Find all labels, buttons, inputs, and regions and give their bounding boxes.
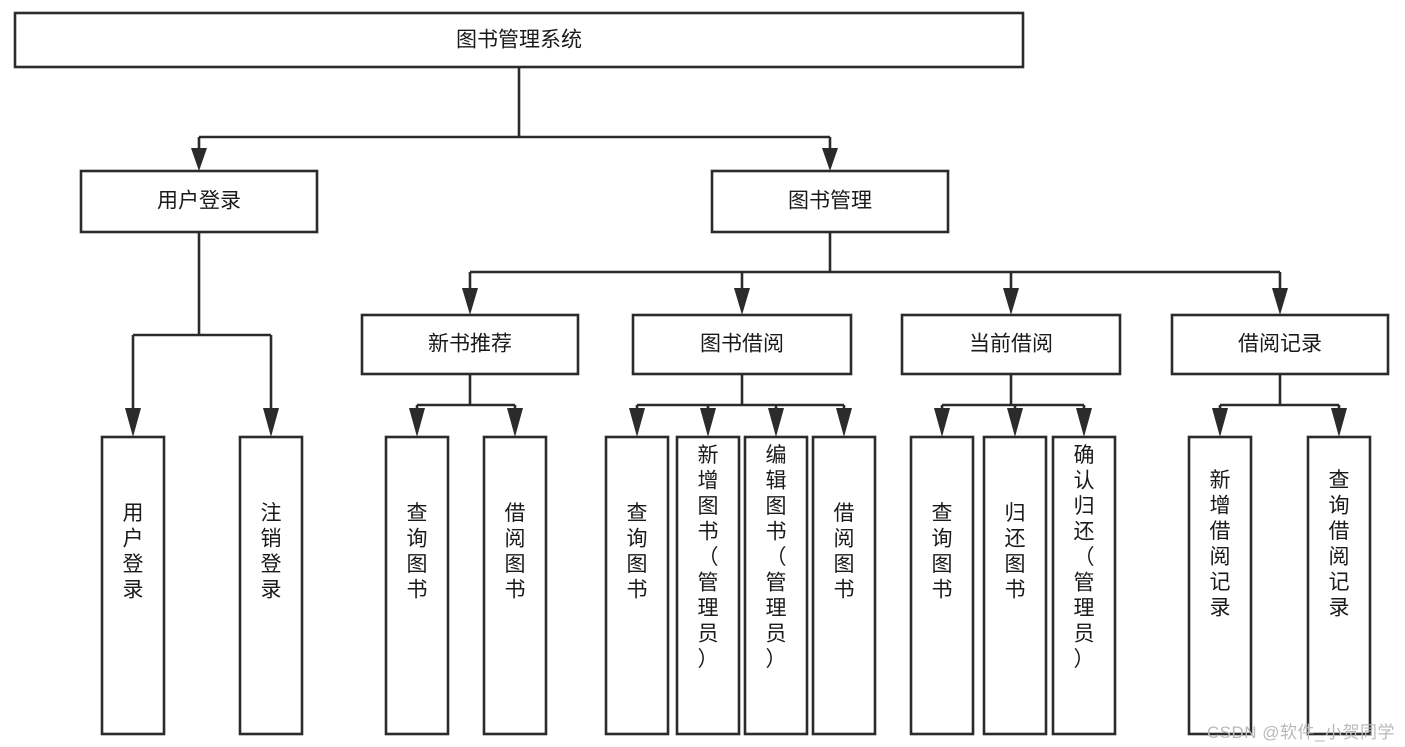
leaf-cb-confirm-return-label: 确认归还（管理员）: [1074, 444, 1095, 671]
leaf-bb-borrow-book-label: 借阅图书: [834, 502, 855, 602]
node-current-borrow-label: 当前借阅: [969, 333, 1053, 356]
arrow-head-leaf-nb-1: [409, 408, 425, 437]
leaf-bb-query-book-box[interactable]: [604, 435, 670, 736]
arrow-head-leaf-user-login: [125, 408, 141, 437]
leaf-node-cb-return-book[interactable]: 归还图书: [982, 435, 1048, 736]
leaf-bb-borrow-book-box[interactable]: [811, 435, 877, 736]
leaf-nb-borrow-book-label: 借阅图书: [505, 502, 526, 602]
leaf-cb-return-book-label: 归还图书: [1005, 502, 1026, 602]
arrow-head-book-borrow: [734, 288, 750, 315]
leaf-br-add-record-box[interactable]: [1187, 435, 1253, 736]
leaf-node-nb-query-book[interactable]: 查询图书: [384, 435, 450, 736]
node-user-login-label: 用户登录: [157, 190, 241, 213]
leaf-bb-add-book-label: 新增图书（管理员）: [698, 444, 719, 671]
leaf-bb-edit-book-box[interactable]: [743, 435, 809, 736]
node-new-book-recommend-box[interactable]: [360, 313, 580, 376]
leaf-cb-query-book-label: 查询图书: [932, 502, 953, 602]
leaf-nb-borrow-book-box[interactable]: [482, 435, 548, 736]
node-book-borrow-box[interactable]: [631, 313, 853, 376]
leaf-nb-query-book-label: 查询图书: [407, 502, 428, 602]
node-borrow-record-label: 借阅记录: [1238, 333, 1322, 356]
leaf-node-bb-borrow-book[interactable]: 借阅图书: [811, 435, 877, 736]
node-root-box[interactable]: [13, 11, 1025, 69]
leaf-node-nb-borrow-book[interactable]: 借阅图书: [482, 435, 548, 736]
arrow-head-leaf-cb-2: [1007, 408, 1023, 437]
leaf-cb-return-book-box[interactable]: [982, 435, 1048, 736]
leaf-logout-label: 注销登录: [261, 502, 282, 602]
arrow-head-leaf-bb-3: [768, 408, 784, 437]
arrow-head-leaf-nb-2: [507, 408, 523, 437]
arrow-head-book-manage: [822, 148, 838, 171]
arrow-head-leaf-logout: [263, 408, 279, 437]
arrow-head-leaf-cb-3: [1076, 408, 1092, 437]
node-book-manage[interactable]: 图书管理: [710, 169, 950, 234]
node-user-login[interactable]: 用户登录: [79, 169, 319, 234]
node-root-label: 图书管理系统: [456, 29, 582, 52]
leaf-user-login-box[interactable]: [100, 435, 166, 736]
leaf-node-user-login[interactable]: 用户登录: [100, 435, 166, 736]
leaf-logout-box[interactable]: [238, 435, 304, 736]
node-new-book-recommend-label: 新书推荐: [428, 333, 512, 356]
node-current-borrow[interactable]: 当前借阅: [900, 313, 1122, 376]
leaf-cb-query-book-box[interactable]: [909, 435, 975, 736]
arrow-head-leaf-cb-1: [934, 408, 950, 437]
node-book-borrow[interactable]: 图书借阅: [631, 313, 853, 376]
leaf-br-query-record-label: 查询借阅记录: [1329, 469, 1350, 620]
arrow-head-leaf-bb-2: [700, 408, 716, 437]
node-current-borrow-box[interactable]: [900, 313, 1122, 376]
node-book-manage-label: 图书管理: [788, 190, 872, 213]
arrow-head-leaf-br-1: [1212, 408, 1228, 437]
node-new-book-recommend[interactable]: 新书推荐: [360, 313, 580, 376]
leaf-bb-query-book-label: 查询图书: [627, 502, 648, 602]
leaf-node-bb-query-book[interactable]: 查询图书: [604, 435, 670, 736]
leaf-bb-edit-book-label: 编辑图书（管理员）: [766, 444, 787, 671]
arrow-head-user-login: [191, 148, 207, 171]
leaf-node-logout[interactable]: 注销登录: [238, 435, 304, 736]
node-borrow-record-box[interactable]: [1170, 313, 1390, 376]
leaf-br-add-record-label: 新增借阅记录: [1210, 469, 1231, 620]
node-root[interactable]: 图书管理系统: [13, 11, 1025, 69]
leaf-nb-query-book-box[interactable]: [384, 435, 450, 736]
arrow-head-current-borrow: [1003, 288, 1019, 315]
leaf-cb-confirm-return-box[interactable]: [1051, 435, 1117, 736]
connector-layer: [125, 67, 1347, 437]
leaf-node-cb-query-book[interactable]: 查询图书: [909, 435, 975, 736]
leaf-node-cb-confirm-return[interactable]: 确认归还（管理员）: [1051, 435, 1117, 736]
arrow-head-leaf-bb-4: [836, 408, 852, 437]
node-book-manage-box[interactable]: [710, 169, 950, 234]
arrow-head-new-book: [462, 288, 478, 315]
node-user-login-box[interactable]: [79, 169, 319, 234]
leaf-node-bb-add-book[interactable]: 新增图书（管理员）: [675, 435, 741, 736]
leaf-br-query-record-box[interactable]: [1306, 435, 1372, 736]
node-book-borrow-label: 图书借阅: [700, 333, 784, 356]
arrow-head-borrow-record: [1272, 288, 1288, 315]
arrow-head-leaf-br-2: [1331, 408, 1347, 437]
leaf-node-br-query-record[interactable]: 查询借阅记录: [1306, 435, 1372, 736]
arrow-head-leaf-bb-1: [629, 408, 645, 437]
leaf-node-br-add-record[interactable]: 新增借阅记录: [1187, 435, 1253, 736]
leaf-bb-add-book-box[interactable]: [675, 435, 741, 736]
leaf-node-bb-edit-book[interactable]: 编辑图书（管理员）: [743, 435, 809, 736]
leaf-user-login-label: 用户登录: [123, 502, 144, 602]
node-borrow-record[interactable]: 借阅记录: [1170, 313, 1390, 376]
